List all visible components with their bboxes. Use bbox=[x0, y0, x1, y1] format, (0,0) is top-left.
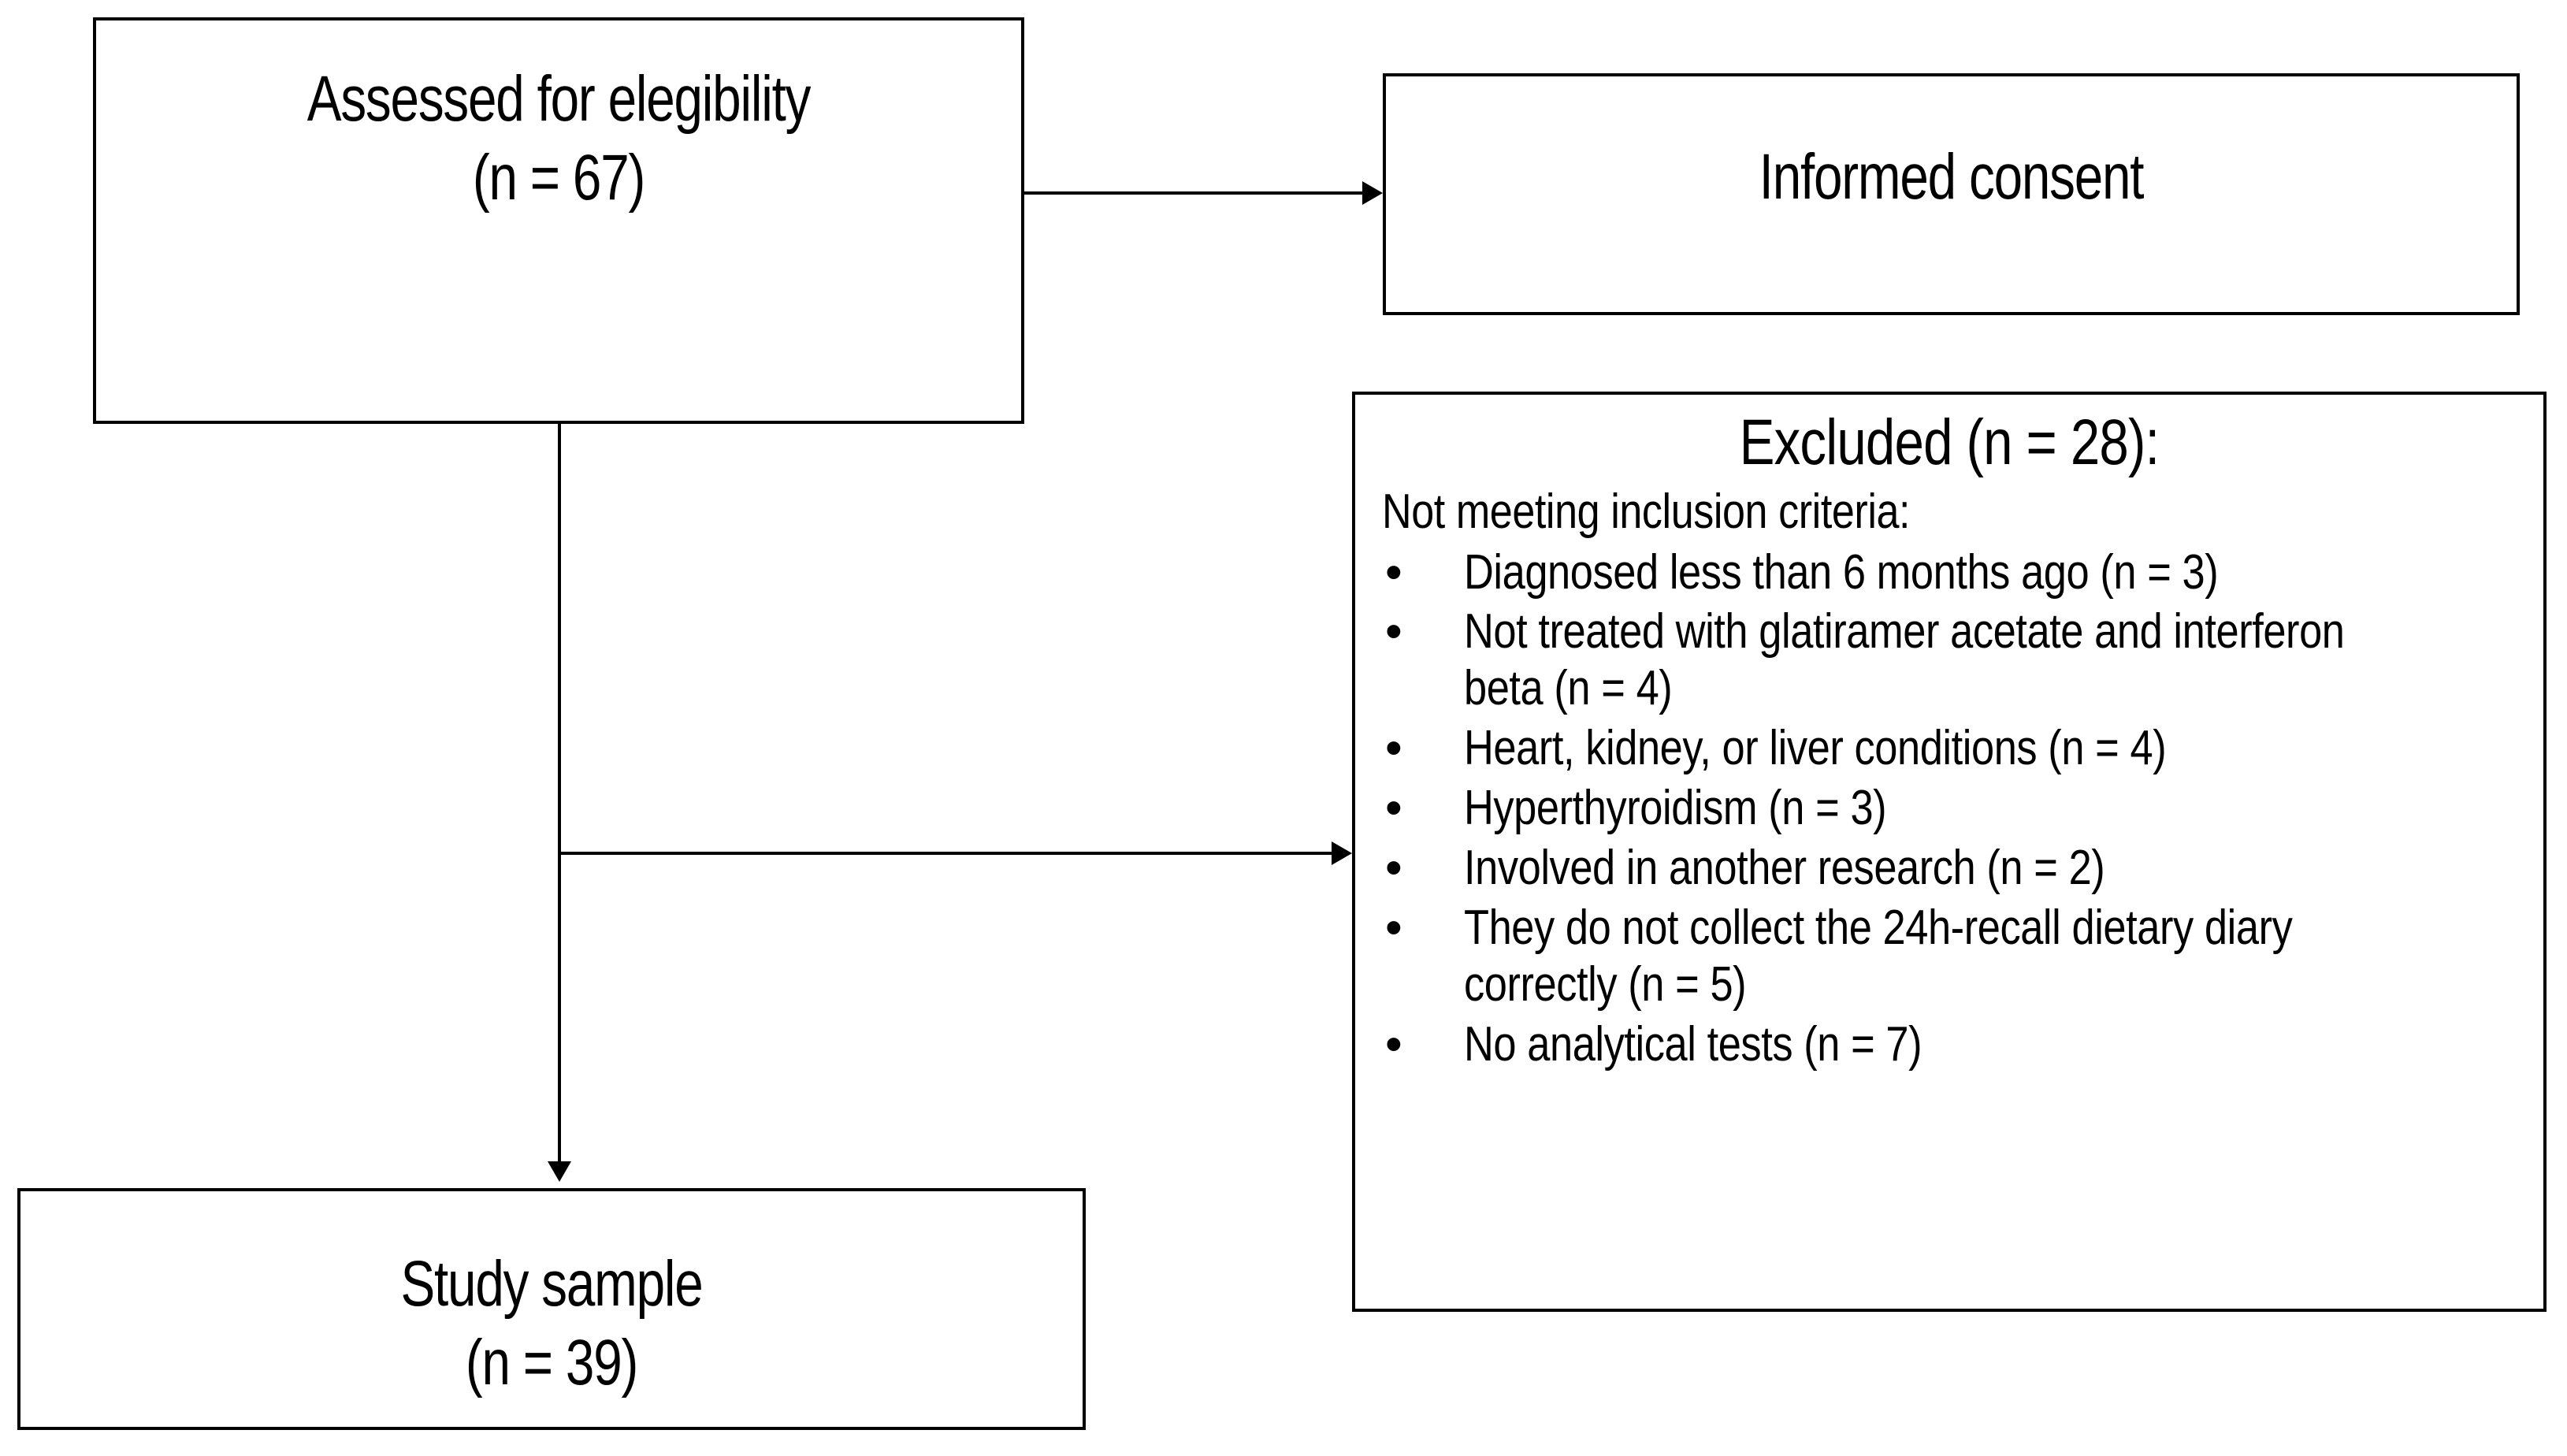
study-sample-label: Study sample bbox=[400, 1248, 703, 1320]
list-item: • Not treated with glatiramer acetate an… bbox=[1376, 604, 2523, 717]
assessed-count: (n = 67) bbox=[472, 142, 646, 214]
arrowhead-right-icon bbox=[1332, 841, 1352, 865]
assessed-label: Assessed for elegibility bbox=[306, 63, 812, 135]
node-excluded: Excluded (n = 28): Not meeting inclusion… bbox=[1352, 392, 2547, 1312]
arrowhead-right-icon bbox=[1362, 181, 1383, 205]
list-item: • Diagnosed less than 6 months ago (n = … bbox=[1376, 544, 2523, 601]
bullet-icon: • bbox=[1385, 900, 1402, 955]
list-item: • Involved in another research (n = 2) bbox=[1376, 840, 2523, 897]
node-study-sample: Study sample (n = 39) bbox=[17, 1188, 1086, 1430]
list-item-label: Not treated with glatiramer acetate and … bbox=[1464, 604, 2345, 716]
bullet-icon: • bbox=[1385, 841, 1402, 896]
connector-trunk-to-excluded bbox=[558, 852, 1334, 855]
arrowhead-down-icon bbox=[548, 1161, 571, 1182]
excluded-criteria-list: • Diagnosed less than 6 months ago (n = … bbox=[1376, 544, 2523, 1073]
list-item-label: They do not collect the 24h-recall dieta… bbox=[1464, 900, 2293, 1012]
bullet-icon: • bbox=[1385, 544, 1402, 600]
informed-consent-label: Informed consent bbox=[1759, 141, 2145, 213]
list-item-label: Diagnosed less than 6 months ago (n = 3) bbox=[1464, 544, 2219, 600]
excluded-title: Excluded (n = 28): bbox=[1739, 407, 2160, 478]
excluded-subtitle: Not meeting inclusion criteria: bbox=[1382, 485, 1911, 540]
connector-assessed-to-informed-consent bbox=[1024, 191, 1365, 195]
assessed-text-block: Assessed for elegibility (n = 67) bbox=[188, 60, 928, 217]
excluded-content: Excluded (n = 28): Not meeting inclusion… bbox=[1376, 407, 2523, 1076]
informed-consent-text-block: Informed consent bbox=[1499, 138, 2404, 217]
list-item: • Hyperthyroidism (n = 3) bbox=[1376, 780, 2523, 837]
bullet-icon: • bbox=[1385, 781, 1402, 836]
study-sample-count: (n = 39) bbox=[465, 1327, 639, 1399]
connector-assessed-to-study-sample bbox=[558, 424, 561, 1161]
list-item: • No analytical tests (n = 7) bbox=[1376, 1016, 2523, 1073]
list-item: • Heart, kidney, or liver conditions (n … bbox=[1376, 720, 2523, 777]
bullet-icon: • bbox=[1385, 604, 1402, 659]
list-item-label: Hyperthyroidism (n = 3) bbox=[1464, 781, 1887, 836]
list-item-label: No analytical tests (n = 7) bbox=[1464, 1016, 1922, 1072]
list-item-label: Heart, kidney, or liver conditions (n = … bbox=[1464, 721, 2167, 776]
bullet-icon: • bbox=[1385, 721, 1402, 776]
node-assessed-for-eligibility: Assessed for elegibility (n = 67) bbox=[93, 17, 1024, 424]
study-sample-text-block: Study sample (n = 39) bbox=[127, 1245, 976, 1402]
bullet-icon: • bbox=[1385, 1016, 1402, 1072]
list-item: • They do not collect the 24h-recall die… bbox=[1376, 900, 2523, 1013]
node-informed-consent: Informed consent bbox=[1383, 73, 2520, 315]
list-item-label: Involved in another research (n = 2) bbox=[1464, 841, 2105, 896]
